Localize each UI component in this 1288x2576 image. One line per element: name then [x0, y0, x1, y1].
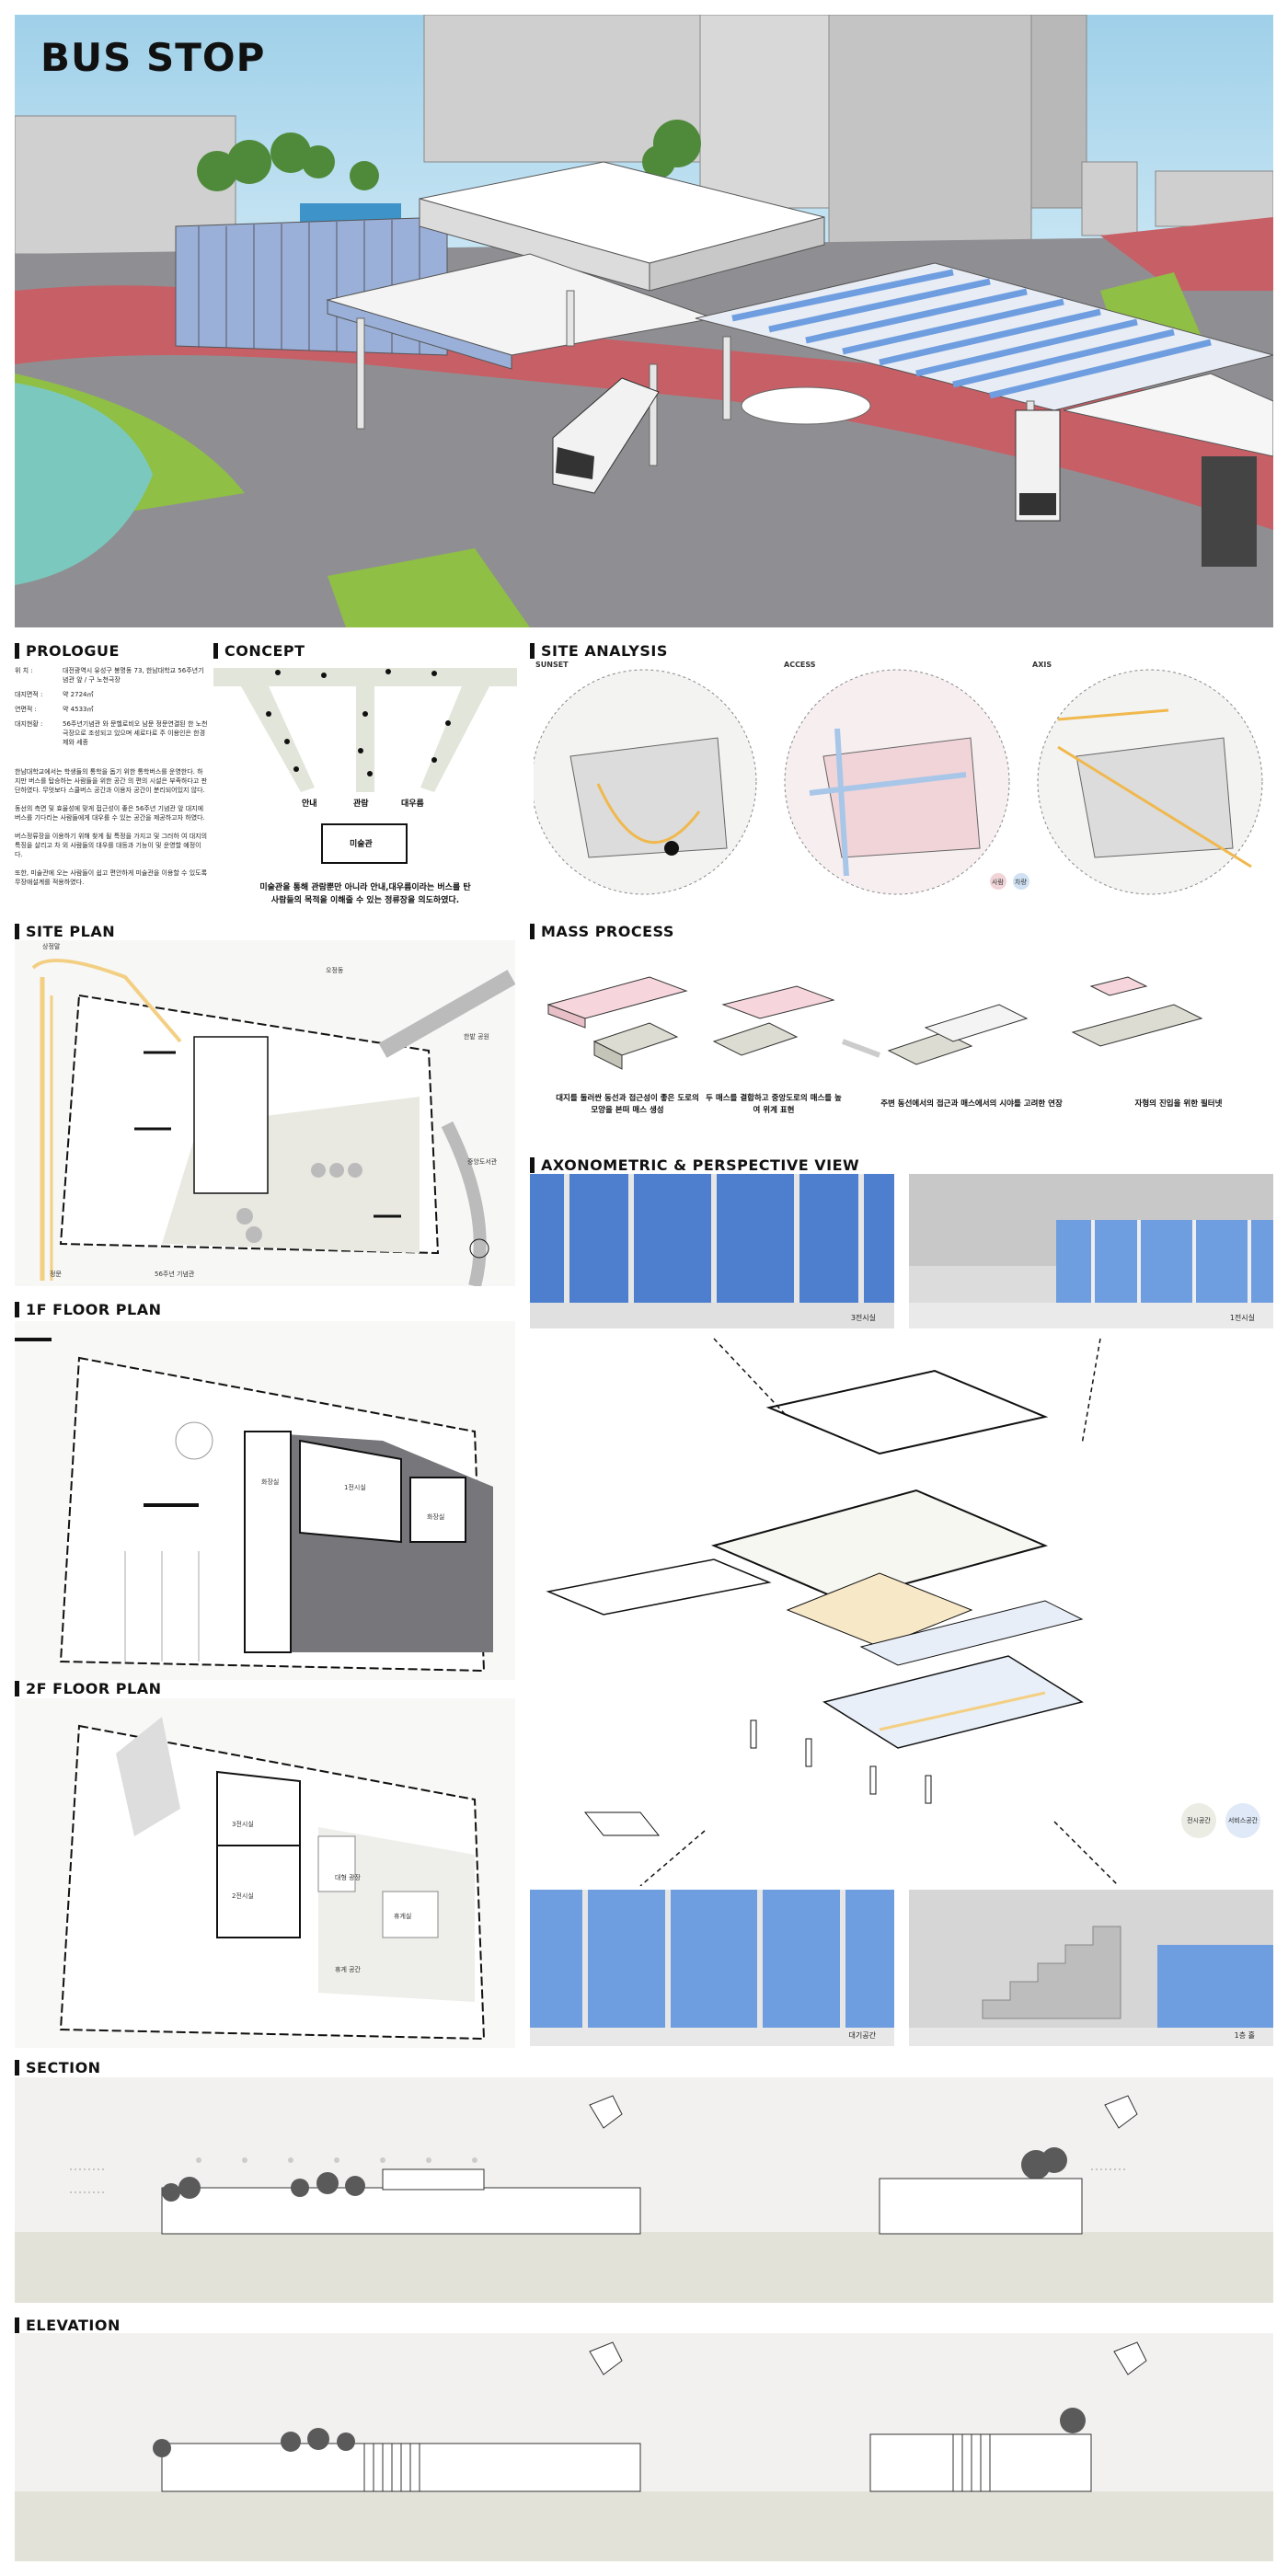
concept-description: 미술관을 통해 관람뿐만 아니라 안내,대우름이라는 버스를 탄 사람들의 목적…	[259, 883, 471, 905]
prologue-paragraph: 버스정류장을 이용하기 위해 찾게 될 특정을 가지고 및 그러하 여 대지의 …	[15, 833, 208, 858]
perspective-photo-gallery1: 1전시실	[909, 1174, 1273, 1328]
concept-label-stay: 대우름	[401, 799, 424, 809]
perspective-photo-gallery3: 3전시실	[530, 1174, 894, 1328]
legend-exhibition: 전시공간	[1181, 1803, 1216, 1838]
mass-caption-1: 대지를 둘러싼 동선과 접근성이 좋은 도로의 모양을 본떠 매스 생성	[556, 1094, 699, 1115]
concept-paths	[213, 668, 517, 864]
mass-caption-3: 주변 동선에서의 접근과 매스에서의 시야를 고려한 연장	[880, 1099, 1063, 1109]
section-drawing	[15, 2077, 1273, 2303]
photo-label-hall: 1층 홀	[1234, 2031, 1255, 2040]
floor1-heading: 1F FLOOR PLAN	[15, 1302, 161, 1317]
perspective-photo-waiting: 대기공간	[530, 1890, 894, 2046]
mass-process-diagrams: 대지를 둘러싼 동선과 접근성이 좋은 도로의 모양을 본떠 매스 생성 두 매…	[530, 949, 1275, 1115]
site-plan-heading: SITE PLAN	[15, 924, 115, 939]
analysis-label-axis: AXIS	[1032, 661, 1052, 669]
perspective-gallery1-svg	[909, 1174, 1273, 1328]
floor2-room-lounge: 휴게실	[394, 1913, 412, 1920]
site-label-hall: 56주년 기념관	[155, 1271, 195, 1278]
elevation-heading: ELEVATION	[15, 2317, 121, 2333]
mass-process-heading: MASS PROCESS	[530, 924, 674, 939]
perspective-hall-svg	[909, 1890, 1273, 2046]
site-label-library: 중앙도서관	[467, 1158, 498, 1166]
hero-render	[15, 15, 1273, 627]
mass-process-svg	[546, 976, 1203, 1070]
concept-label-guide: 안내	[302, 799, 317, 809]
floor1-room-gallery1: 1전시실	[344, 1484, 366, 1491]
floor2-svg	[59, 1717, 486, 2041]
hero-perspective: BUS STOP	[15, 15, 1273, 627]
site-label-gate: 정문	[50, 1271, 62, 1278]
floor1-plan: 1전시실 화장실 화장실	[15, 1321, 515, 1680]
analysis-label-sunset: SUNSET	[535, 661, 569, 669]
floor1-room-toilet2: 화장실	[427, 1513, 445, 1521]
concept-label-view: 관람	[353, 799, 369, 809]
concept-heading: CONCEPT	[213, 643, 305, 659]
floor2-room-rest: 휴게 공간	[335, 1966, 361, 1973]
floor2-room-gallery3: 3전시실	[232, 1821, 254, 1828]
analysis-label-access: ACCESS	[784, 661, 816, 669]
bus-illustration	[552, 377, 660, 494]
site-label-park: 한밭 공원	[464, 1033, 489, 1041]
perspective-photo-hall: 1층 홀	[909, 1890, 1273, 2046]
legend-vehicle: 차량	[1015, 879, 1027, 886]
floor1-room-toilet: 화장실	[261, 1478, 280, 1486]
prologue-paragraph: 동선의 측면 및 효율성에 맞게 접근성이 좋은 56주년 기념관 앞 대지에 …	[15, 805, 205, 822]
legend-service: 서비스공간	[1225, 1803, 1260, 1838]
prologue-row: 대지면적 :약 2724㎡	[15, 691, 94, 698]
photo-label-gallery3: 3전시실	[850, 1314, 876, 1322]
site-plan-svg	[31, 959, 515, 1286]
site-label-ojeong: 오정동	[326, 967, 344, 974]
legend-people: 사람	[992, 879, 1004, 886]
floor2-heading: 2F FLOOR PLAN	[15, 1681, 161, 1696]
floor1-svg	[15, 1338, 493, 1673]
concept-diagram: 안내 관람 대우름 미술관	[213, 659, 517, 870]
elevation-drawing	[15, 2333, 1273, 2561]
axonometric-svg	[546, 1338, 1120, 1886]
mass-caption-4: 자형의 진입을 위한 필터넷	[1134, 1099, 1223, 1109]
axono-legend: 전시공간 서비스공간	[1181, 1803, 1260, 1838]
floor2-plan: 3전시실 2전시실 대형 광장 휴게 공간 휴게실	[15, 1698, 515, 2048]
site-analysis-heading: SITE ANALYSIS	[530, 643, 668, 659]
photo-label-waiting: 대기공간	[848, 2031, 876, 2040]
analysis-circles	[534, 669, 1263, 895]
page-title: BUS STOP	[40, 35, 266, 80]
section-heading: SECTION	[15, 2060, 101, 2076]
perspective-gallery3-svg	[530, 1174, 894, 1328]
prologue-paragraph: 또한, 미술관에 오는 사람들이 쉽고 편안하게 미술관을 이용할 수 있도록 …	[15, 869, 208, 886]
site-label-north: 상정말	[42, 943, 61, 950]
concept-museum-box: 미술관	[350, 840, 373, 849]
prologue-body: 위 치 :대전광역시 유성구 봉명동 73, 한남대학교 56주년기념관 앞 /…	[15, 666, 208, 896]
prologue-row: 연면적 :약 4533㎡	[15, 706, 94, 713]
prologue-heading: PROLOGUE	[15, 643, 120, 659]
floor2-room-gallery2: 2전시실	[232, 1892, 254, 1900]
elevation-svg	[15, 2341, 1273, 2561]
prologue-paragraph: 한남대학교에서는 학생들의 통학을 돕기 위한 통학버스를 운영한다. 하지만 …	[15, 768, 208, 794]
prologue-row: 위 치 :대전광역시 유성구 봉명동 73, 한남대학교 56주년기념관 앞 /…	[15, 667, 204, 684]
exploded-axonometric: 전시공간 서비스공간	[530, 1334, 1275, 1886]
axono-heading: AXONOMETRIC & PERSPECTIVE VIEW	[530, 1157, 859, 1173]
photo-label-gallery1: 1전시실	[1229, 1314, 1255, 1322]
site-analysis-diagrams: 사람 차량	[534, 664, 1279, 899]
mass-caption-2: 두 매스를 결합하고 중앙도로의 매스를 높여 위계 표현	[706, 1094, 842, 1115]
perspective-waiting-svg	[530, 1890, 894, 2046]
section-svg	[15, 2095, 1273, 2303]
floor2-room-plaza: 대형 광장	[335, 1874, 361, 1881]
site-plan-drawing: 상정말 오정동 한밭 공원 중앙도서관 정문 56주년 기념관	[15, 940, 515, 1286]
prologue-row: 대지현황 :56주년기념관 와 문헬로비오 남문 정문연결된 한 노천극장으로 …	[15, 720, 208, 746]
